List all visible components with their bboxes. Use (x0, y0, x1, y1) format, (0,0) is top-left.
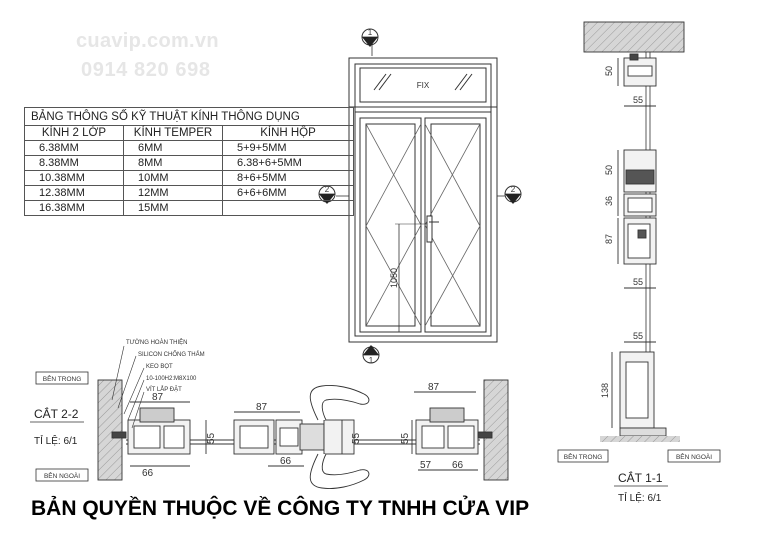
table-row: 10.38MM 10MM 8+6+5MM (24, 170, 354, 186)
table-row: 12.38MM 12MM 6+6+6MM (24, 185, 354, 201)
dim-2-2-87a: 87 (152, 392, 164, 403)
callout-foam: KEO BỌT (146, 364, 173, 370)
table-row: 6.38MM 6MM 5+9+5MM (24, 140, 354, 156)
height-dimension: 1050 (389, 268, 399, 288)
dim-2-2-66c: 66 (452, 460, 464, 471)
table-cell: 8MM (123, 155, 223, 171)
callout-screw: VÍT LẮP ĐẶT (146, 385, 182, 393)
section-marker-top-label: 1 (368, 28, 373, 37)
outside-label-2-2: BÊN NGOÀI (44, 471, 80, 480)
outer-frame (348, 57, 498, 343)
table-cell: 12MM (123, 185, 223, 201)
dim-2-2-57: 57 (420, 460, 432, 471)
lever-handle-top (309, 385, 370, 421)
inner-frame (354, 63, 492, 337)
dim-1-1-50a: 50 (604, 66, 614, 76)
spec-header-insulated: KÍNH HỘP (222, 125, 354, 141)
dim-2-2-87b: 87 (256, 402, 268, 413)
section-2-2-scale: TỈ LỆ: 6/1 (34, 434, 78, 447)
table-cell: 10.38MM (24, 170, 124, 186)
spec-table-title-row: BẢNG THÔNG SỐ KỸ THUẬT KÍNH THÔNG DỤNG (24, 107, 354, 126)
table-cell: 6MM (123, 140, 223, 156)
spec-header-laminated: KÍNH 2 LỚP (24, 125, 124, 141)
glass-spec-table: BẢNG THÔNG SỐ KỸ THUẬT KÍNH THÔNG DỤNG K… (24, 107, 354, 216)
section-marker-bottom: 1 (362, 345, 380, 365)
section-marker-right: 2 (504, 185, 522, 204)
inside-label-1-1: BÊN TRONG (564, 452, 603, 461)
table-cell: 16.38MM (24, 200, 124, 216)
spec-table-header-row: KÍNH 2 LỚP KÍNH TEMPER KÍNH HỘP (24, 125, 354, 141)
table-cell: 6+6+6MM (222, 185, 354, 201)
door-handle (426, 215, 433, 243)
dim-2-2-87c: 87 (428, 382, 440, 393)
table-cell: 15MM (123, 200, 223, 216)
dim-2-2-55c: 55 (400, 432, 411, 444)
spec-table-title: BẢNG THÔNG SỐ KỸ THUẬT KÍNH THÔNG DỤNG (24, 107, 354, 126)
copyright-text: BẢN QUYỀN THUỘC VỀ CÔNG TY TNHH CỬA VIP (31, 497, 530, 520)
outside-label-1-1: BÊN NGOÀI (676, 452, 712, 461)
section-1-1-scale: TỈ LỆ: 6/1 (618, 491, 662, 504)
dim-1-1-36: 36 (604, 196, 614, 206)
section-1-1-drawing (583, 21, 685, 442)
inside-label-box-2-2 (35, 371, 89, 385)
dim-1-1-55a: 55 (633, 95, 643, 105)
inside-label-box-1-1 (557, 449, 609, 463)
right-leaf (424, 117, 487, 333)
dim-1-1-55b: 55 (633, 277, 643, 287)
table-cell: 6.38+6+5MM (222, 155, 354, 171)
spec-header-tempered: KÍNH TEMPER (123, 125, 223, 141)
right-wall-hatch (483, 379, 509, 481)
top-wall-hatch (583, 21, 685, 53)
dim-2-2-55b: 55 (351, 432, 362, 444)
table-cell (222, 200, 354, 216)
dim-2-2-55a: 55 (206, 432, 217, 444)
dim-1-1-138: 138 (600, 383, 610, 398)
section-1-1-dims: 50 55 50 36 87 55 55 138 (600, 66, 643, 398)
outside-label-box-2-2 (35, 468, 89, 482)
watermark-phone: 0914 820 698 (81, 59, 211, 81)
table-cell: 8+6+5MM (222, 170, 354, 186)
callout-finished-wall: TƯỜNG HOÀN THIỆN (126, 338, 188, 346)
table-cell: 5+9+5MM (222, 140, 354, 156)
dim-1-1-55c: 55 (633, 331, 643, 341)
section-marker-top: 1 (361, 28, 379, 47)
table-cell: 10MM (123, 170, 223, 186)
left-leaf (359, 117, 422, 333)
dim-2-2-66a: 66 (142, 468, 154, 479)
section-2-2-drawing (97, 345, 509, 489)
table-row: 8.38MM 8MM 6.38+6+5MM (24, 155, 354, 171)
section-2-2-title: CẮT 2-2 (34, 406, 79, 421)
outside-label-box-1-1 (667, 449, 721, 463)
door-elevation (336, 40, 506, 360)
fix-label: FIX (417, 81, 430, 90)
callout-silicone: SILICON CHỐNG THẤM (138, 351, 205, 358)
section-2-2-callouts: TƯỜNG HOÀN THIỆN SILICON CHỐNG THẤM KEO … (126, 338, 205, 393)
section-marker-bottom-label: 1 (369, 356, 374, 365)
table-cell: 8.38MM (24, 155, 124, 171)
watermark-url: cuavip.com.vn (76, 30, 219, 52)
table-row: 16.38MM 15MM (24, 200, 354, 216)
table-cell: 12.38MM (24, 185, 124, 201)
section-marker-right-label: 2 (511, 185, 516, 194)
callout-anchor: 10-100H2:M8X100 (146, 376, 197, 382)
lever-handle-bottom (309, 453, 370, 489)
section-1-1-title: CẮT 1-1 (618, 470, 663, 485)
left-wall-hatch (97, 379, 123, 481)
table-cell: 6.38MM (24, 140, 124, 156)
dim-1-1-50b: 50 (604, 165, 614, 175)
dim-2-2-66b: 66 (280, 456, 292, 467)
section-2-2-dims: 87 55 66 87 66 55 87 55 57 66 (142, 382, 464, 479)
inside-label-2-2: BÊN TRONG (43, 374, 82, 383)
transom-panel (359, 67, 487, 103)
dim-1-1-87: 87 (604, 234, 614, 244)
